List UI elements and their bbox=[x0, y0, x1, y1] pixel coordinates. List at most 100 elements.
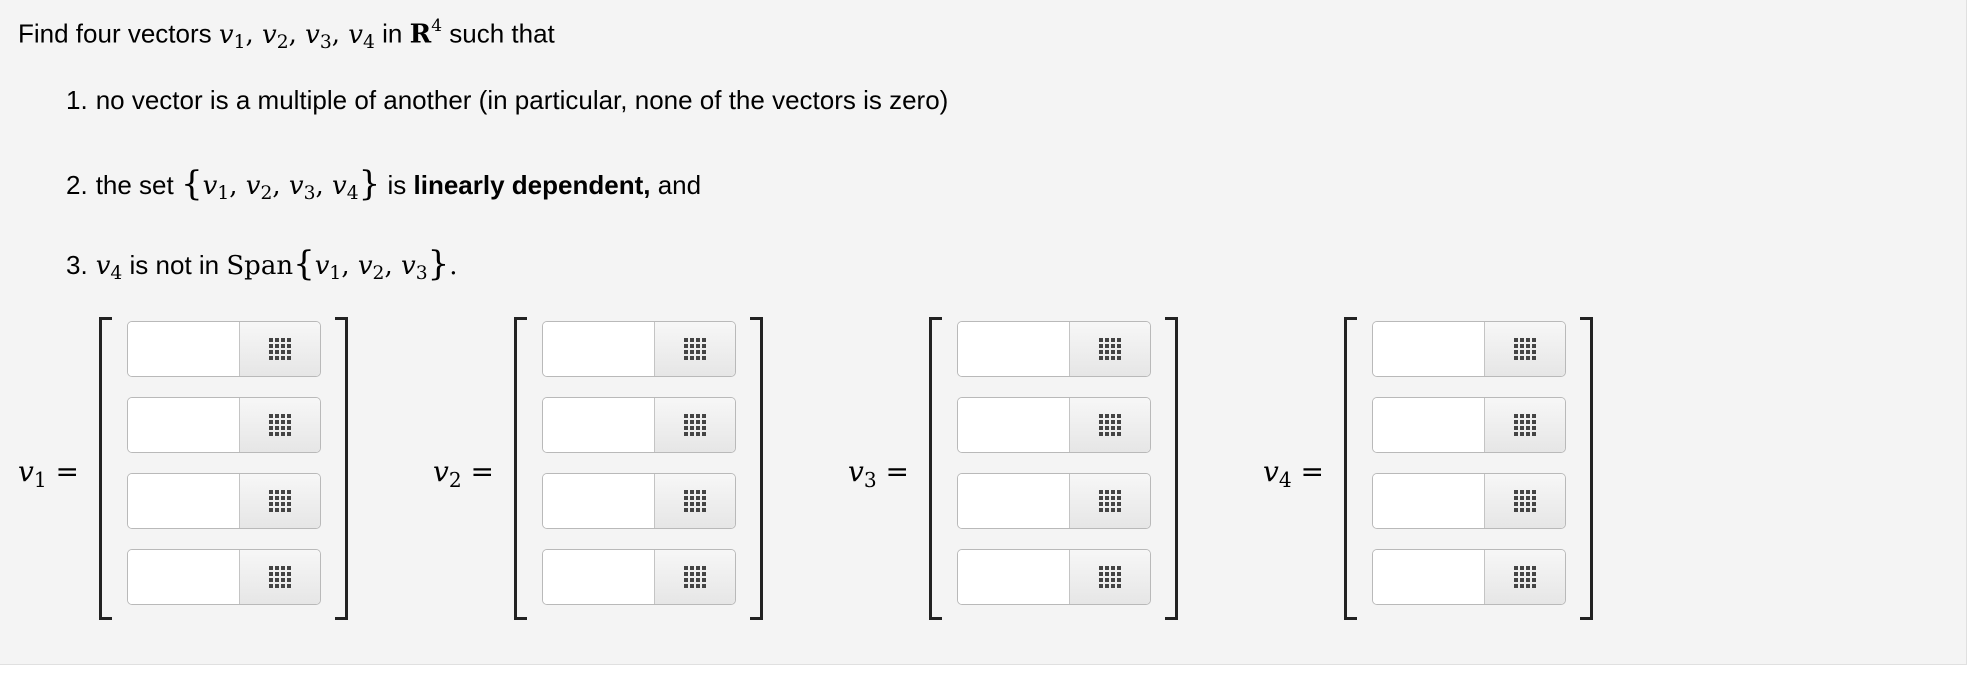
answer-input[interactable] bbox=[128, 398, 240, 452]
matrix-entry-button[interactable] bbox=[239, 474, 320, 528]
grid-dot bbox=[269, 414, 273, 418]
v-letter: v bbox=[245, 171, 261, 201]
answer-input[interactable] bbox=[128, 474, 240, 528]
grid-dot bbox=[275, 420, 279, 424]
grid-dot bbox=[1111, 356, 1115, 360]
grid-dot bbox=[1526, 432, 1530, 436]
matrix-entry-button[interactable] bbox=[1069, 398, 1150, 452]
equals-sign: = bbox=[1291, 455, 1325, 488]
equals-sign: = bbox=[461, 455, 495, 488]
answer-input[interactable] bbox=[543, 322, 655, 376]
grid-dot bbox=[1526, 572, 1530, 576]
grid-dot bbox=[702, 502, 706, 506]
grid-dot bbox=[690, 496, 694, 500]
grid-dot bbox=[1532, 432, 1536, 436]
grid-dot bbox=[269, 566, 273, 570]
grid-dot bbox=[1105, 344, 1109, 348]
cond3-v4: v4 bbox=[95, 251, 123, 284]
answer-input[interactable] bbox=[128, 322, 240, 376]
grid-dot bbox=[702, 344, 706, 348]
grid-dot bbox=[1520, 566, 1524, 570]
matrix-entry-button[interactable] bbox=[654, 398, 735, 452]
answer-input[interactable] bbox=[543, 398, 655, 452]
grid-icon bbox=[269, 490, 291, 512]
span-close-brace: } bbox=[427, 244, 450, 284]
grid-dot bbox=[269, 344, 273, 348]
comma: , bbox=[229, 171, 246, 201]
equals-sign: = bbox=[46, 455, 80, 488]
grid-icon bbox=[684, 566, 706, 588]
answer-input[interactable] bbox=[1373, 322, 1485, 376]
grid-dot bbox=[690, 572, 694, 576]
grid-dot bbox=[684, 496, 688, 500]
answer-input[interactable] bbox=[543, 550, 655, 604]
grid-icon bbox=[269, 338, 291, 360]
grid-dot bbox=[684, 572, 688, 576]
matrix-entry-button[interactable] bbox=[1484, 398, 1565, 452]
grid-dot bbox=[1105, 578, 1109, 582]
matrix-entry-button[interactable] bbox=[1484, 550, 1565, 604]
grid-dot bbox=[1111, 432, 1115, 436]
grid-dot bbox=[684, 566, 688, 570]
grid-dot bbox=[287, 356, 291, 360]
grid-dot bbox=[281, 338, 285, 342]
answer-input[interactable] bbox=[958, 474, 1070, 528]
grid-dot bbox=[287, 566, 291, 570]
matrix-entry-button[interactable] bbox=[239, 398, 320, 452]
answer-input[interactable] bbox=[1373, 398, 1485, 452]
grid-dot bbox=[1514, 356, 1518, 360]
grid-dot bbox=[1111, 338, 1115, 342]
matrix-entry-button[interactable] bbox=[654, 550, 735, 604]
grid-dot bbox=[702, 420, 706, 424]
grid-icon bbox=[1099, 338, 1121, 360]
matrix-entry-button[interactable] bbox=[654, 322, 735, 376]
answer-input[interactable] bbox=[543, 474, 655, 528]
grid-dot bbox=[281, 414, 285, 418]
grid-dot bbox=[1526, 502, 1530, 506]
grid-dot bbox=[287, 426, 291, 430]
matrix-entry-button[interactable] bbox=[239, 322, 320, 376]
matrix-entry-button[interactable] bbox=[1484, 474, 1565, 528]
matrix-entry-button[interactable] bbox=[1484, 322, 1565, 376]
vector-name: v3 bbox=[848, 455, 877, 492]
matrix-entry-button[interactable] bbox=[1069, 474, 1150, 528]
grid-dot bbox=[1514, 350, 1518, 354]
grid-dot bbox=[1514, 508, 1518, 512]
grid-dot bbox=[1514, 420, 1518, 424]
grid-dot bbox=[1526, 414, 1530, 418]
vector-sub: 1 bbox=[33, 467, 47, 492]
answer-input[interactable] bbox=[958, 322, 1070, 376]
grid-dot bbox=[1526, 350, 1530, 354]
matrix-entry-button[interactable] bbox=[1069, 322, 1150, 376]
matrix-entry-button[interactable] bbox=[239, 550, 320, 604]
intro-v1: v1 bbox=[219, 20, 246, 53]
vector-v2-entry-4 bbox=[542, 549, 736, 605]
matrix-entry-button[interactable] bbox=[654, 474, 735, 528]
v-letter: v bbox=[400, 251, 416, 281]
answer-input[interactable] bbox=[128, 550, 240, 604]
grid-dot bbox=[1520, 490, 1524, 494]
matrix-entry-button[interactable] bbox=[1069, 550, 1150, 604]
grid-dot bbox=[684, 432, 688, 436]
grid-dot bbox=[1520, 350, 1524, 354]
grid-dot bbox=[1526, 420, 1530, 424]
grid-dot bbox=[1111, 508, 1115, 512]
answer-input[interactable] bbox=[958, 398, 1070, 452]
grid-dot bbox=[269, 578, 273, 582]
grid-dot bbox=[690, 432, 694, 436]
grid-dot bbox=[1520, 414, 1524, 418]
grid-dot bbox=[1532, 508, 1536, 512]
answer-input[interactable] bbox=[1373, 474, 1485, 528]
vector-label-v1: v1 = bbox=[18, 455, 80, 492]
grid-dot bbox=[275, 502, 279, 506]
v2-letter: v bbox=[262, 19, 277, 50]
answer-input[interactable] bbox=[958, 550, 1070, 604]
grid-dot bbox=[1099, 432, 1103, 436]
answer-input[interactable] bbox=[1373, 550, 1485, 604]
matrix-left-bracket bbox=[1344, 317, 1357, 620]
vector-v2-entry-2 bbox=[542, 397, 736, 453]
v-letter: v bbox=[95, 251, 111, 281]
grid-dot bbox=[1099, 356, 1103, 360]
grid-dot bbox=[1117, 566, 1121, 570]
grid-dot bbox=[1111, 350, 1115, 354]
